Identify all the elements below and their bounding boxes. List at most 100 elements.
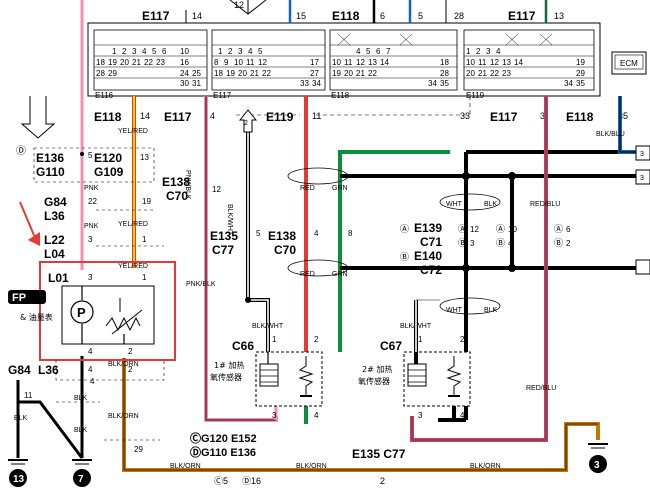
label-red: RED [300,185,315,192]
sensor1-element-icon [298,356,314,396]
ground7-label: 7 [78,474,84,485]
ecm-label: ECM [620,59,638,68]
e139-a-marker: Ⓐ [400,224,409,234]
header-pin13: 13 [554,11,564,21]
bottom-g84: G84 [8,363,31,377]
label-blk-wht-2: BLK/WHT [252,323,284,330]
ground13-label: 13 [13,474,25,485]
pin-33: 33 [460,111,470,121]
bottom-labels: G84 L36 11 4 29 ⒸG120 E152 ⒹG110 E136 Ⓒ5… [8,363,406,486]
d-pin16: Ⓓ16 [242,476,261,486]
svg-text:3: 3 [132,47,137,56]
heater-icon [259,363,279,387]
c-pin5: Ⓒ5 [214,476,228,486]
svg-text:27: 27 [310,69,319,78]
svg-text:4: 4 [248,47,253,56]
svg-text:20: 20 [466,69,475,78]
pump-pin2b: 2 [128,365,133,374]
ground-3-icon: 3 [588,443,608,473]
svg-text:25: 25 [192,69,201,78]
svg-text:11: 11 [478,58,487,67]
label-blk-orn-2: BLK/ORN [108,413,139,420]
e139-b4-marker: Ⓑ [496,238,505,248]
header-e118: E118 [332,9,360,23]
blk-wht-wire [246,128,270,352]
grn-wire [338,150,450,352]
e138-left-pin: 12 [212,185,221,194]
highlight-box [39,261,176,361]
black-bus-wires [340,150,644,422]
svg-text:7: 7 [386,47,391,56]
svg-text:20: 20 [344,69,353,78]
g84-label: G84 [44,195,67,209]
blk-blu-wire [618,96,644,154]
sensor2-subtitle: 氧传感器 [358,376,390,386]
e139-a12-marker: Ⓐ [458,224,467,234]
heater-icon [407,363,427,387]
header-pin6: 6 [380,11,385,21]
l22-pin: 3 [88,235,93,244]
e136-label: E136 [36,151,64,165]
e138-left-group: E138 12 C70 [162,175,221,203]
svg-text:20: 20 [238,69,247,78]
blk-wire-ground13 [16,380,84,459]
oxygen-sensor-2: C67 1 2 2# 加热 氧传感器 3 4 [358,335,471,420]
label-yel-red: YEL/RED [118,128,148,135]
svg-text:3: 3 [238,47,243,56]
l36-label: L36 [44,209,65,223]
bottom-pin4: 4 [90,377,95,386]
svg-text:21: 21 [478,69,487,78]
sensor2-conn: C67 [380,339,402,353]
sensor2-pin3: 3 [418,411,423,420]
gauge-resistor-icon [105,316,141,332]
e139-a-pin6: 6 [566,225,571,234]
svg-text:1: 1 [466,47,471,56]
header-e117-right: E117 [508,9,536,23]
e140-label: E140 [414,249,442,263]
svg-text:18: 18 [96,58,105,67]
svg-text:13: 13 [368,58,377,67]
sensor2-pin1: 1 [418,335,423,344]
e119-pin11-conn: E119 [266,110,294,124]
svg-text:10: 10 [466,58,475,67]
e136-pin: 5 [88,151,93,160]
sensor2-title: 2# 加热 [362,364,392,374]
e138-left-c70: C70 [166,189,188,203]
sensor1-conn: C66 [232,339,254,353]
svg-text:34: 34 [564,79,573,88]
svg-text:10: 10 [180,47,189,56]
svg-text:5: 5 [152,47,157,56]
red-blu-wire [410,96,548,442]
left-connector-labels: Ⓓ E136 5 G110 E120 13 G109 G84 22 L36 19… [16,96,164,261]
oxygen-sensor-1: C66 1 2 1# 加热 氧传感器 3 4 [210,335,323,420]
svg-text:29: 29 [576,69,585,78]
svg-text:28: 28 [96,69,105,78]
label-wht: WHT [446,201,463,208]
pin-1: 1 [142,235,147,244]
svg-text:5: 5 [366,47,371,56]
label-pnk-blk-mid: PNK/BLK [186,281,216,288]
ground-13-icon: 13 [8,459,28,487]
svg-text:19: 19 [108,58,117,67]
e119-pin11: 11 [312,111,321,121]
fp-badge: FP [12,292,26,304]
label-pnk: PNK [84,185,99,192]
svg-text:28: 28 [440,69,449,78]
pump-pin4: 4 [88,347,93,356]
pin-19: 19 [142,197,151,206]
svg-text:3: 3 [640,151,644,158]
svg-text:5: 5 [258,47,263,56]
e139-b3-marker: Ⓑ [458,238,467,248]
e135-label: E135 [210,229,238,243]
splice-dots [80,152,516,303]
label-blk-orn-4: BLK/ORN [296,463,327,470]
svg-text:14: 14 [514,58,523,67]
blk-orn-wire [122,358,600,472]
label-blk-g7: BLK [74,427,88,434]
label-blk-2: BLK [484,307,498,314]
label-blk-orn-3: BLK/ORN [170,463,201,470]
e139-b-pin3: 3 [470,239,475,248]
red-arrow-icon [28,232,40,246]
e138-mid-c70: C70 [274,243,296,257]
